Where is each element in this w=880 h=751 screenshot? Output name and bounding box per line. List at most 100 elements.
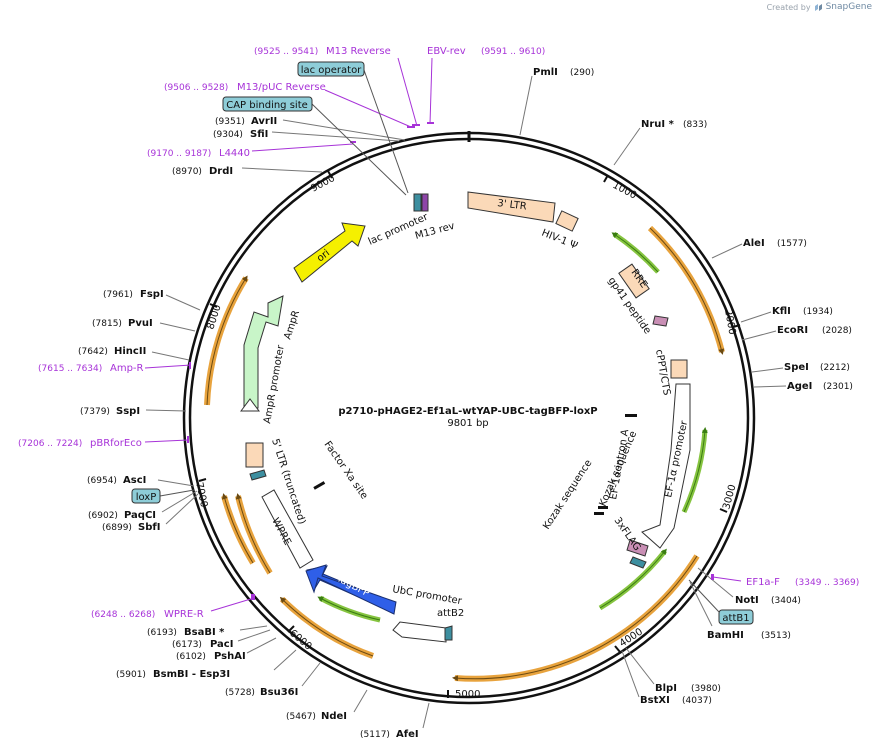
svg-text:(9304): (9304) [213, 130, 243, 140]
svg-text:Factor Xa site: Factor Xa site [322, 439, 370, 501]
site-ecori[interactable]: EcoRI(2028) [741, 325, 852, 341]
svg-text:(2301): (2301) [823, 382, 853, 392]
plasmid-name: p2710-pHAGE2-Ef1aL-wtYAP-UBC-tagBFP-loxP [338, 406, 597, 417]
svg-text:(6248 .. 6268): (6248 .. 6268) [91, 610, 155, 620]
svg-text:(3980): (3980) [691, 684, 721, 694]
svg-text:CAP binding site: CAP binding site [226, 100, 308, 111]
orf-arc-1 [647, 225, 725, 353]
site-alei[interactable]: AleI(1577) [711, 238, 807, 259]
svg-text:AscI: AscI [123, 475, 146, 486]
site-nrui[interactable]: NruI * (833) [613, 119, 707, 166]
svg-text:pBRforEco: pBRforEco [90, 438, 142, 449]
primer-wpre-r[interactable]: (6248 .. 6268)WPRE-R [91, 594, 255, 620]
feature-factor-xa: Factor Xa site [313, 439, 370, 501]
site-pshai[interactable]: (6102)PshAI [176, 637, 277, 662]
svg-text:(7961): (7961) [103, 290, 133, 300]
svg-text:BsaBI *: BsaBI * [184, 627, 225, 638]
orf-arcs [204, 225, 725, 682]
svg-text:UbC promoter: UbC promoter [391, 584, 463, 607]
svg-text:(833): (833) [683, 120, 707, 130]
svg-text:SspI: SspI [116, 406, 140, 417]
svg-text:(6954): (6954) [87, 476, 117, 486]
svg-text:AvrII: AvrII [251, 116, 277, 127]
svg-text:SfiI: SfiI [250, 129, 268, 140]
feature-kozak: Kozak sequence Kozak sequence [541, 430, 639, 532]
primer-pbrforeco[interactable]: (7206 .. 7224)pBRforEco [18, 436, 189, 449]
site-sfii[interactable]: (9304) SfiI [213, 129, 400, 142]
svg-text:7000: 7000 [193, 481, 209, 508]
site-drdi[interactable]: (8970)DrdI [172, 166, 323, 177]
site-paci[interactable]: (6173)PacI [172, 629, 271, 650]
svg-text:3xFLAG: 3xFLAG [612, 515, 643, 553]
svg-text:PaqCI: PaqCI [124, 510, 156, 521]
svg-text:2000: 2000 [722, 309, 737, 336]
svg-text:NruI *: NruI * [641, 119, 675, 130]
svg-text:Kozak sequence: Kozak sequence [541, 458, 594, 532]
primer-ef1a-f[interactable]: EF1a-F(3349 .. 3369) [711, 574, 859, 588]
svg-text:AfeI: AfeI [396, 729, 419, 740]
feature-lac-promoter: lac promoter M13 rev [367, 193, 456, 248]
primer-m13-reverse[interactable]: (9525 .. 9541)M13 Reverse [254, 46, 420, 127]
svg-text:PvuI: PvuI [128, 318, 153, 329]
site-sspi[interactable]: (7379)SspI [80, 406, 187, 417]
svg-text:BlpI: BlpI [655, 683, 677, 694]
primer-m13-puc-reverse[interactable]: (9506 .. 9528)M13/pUC Reverse [164, 82, 415, 128]
svg-text:NdeI: NdeI [321, 711, 347, 722]
site-sbfi[interactable]: (6899)SbfI [102, 493, 199, 533]
site-paqci[interactable]: (6902) PaqCI [88, 490, 198, 521]
site-spei[interactable]: SpeI(2212) [751, 362, 850, 373]
site-bsu36i[interactable]: (5728)Bsu36I [225, 662, 321, 698]
svg-text:Bsu36I: Bsu36I [260, 687, 298, 698]
site-pvui[interactable]: (7815) PvuI [92, 318, 196, 332]
site-pmli[interactable]: PmlI(290) [519, 67, 594, 136]
svg-text:AmpR promoter: AmpR promoter [262, 343, 287, 424]
svg-text:(9170 .. 9187): (9170 .. 9187) [147, 149, 211, 159]
primer-amp-r[interactable]: (7615 .. 7634)Amp-R [38, 362, 192, 374]
site-bamhi[interactable]: BamHI (3513) [689, 581, 791, 641]
box-attb1[interactable]: attB1 [688, 579, 754, 625]
svg-text:AgeI: AgeI [787, 381, 812, 392]
site-asci[interactable]: (6954) AscI [87, 475, 195, 487]
tick-2000: 2000 [722, 309, 741, 336]
feature-ori: ori [293, 222, 366, 283]
site-fspi[interactable]: (7961)FspI [103, 289, 201, 311]
site-blpi[interactable]: BlpI (3980) [625, 647, 721, 694]
svg-text:M13 Reverse: M13 Reverse [326, 46, 391, 57]
svg-text:AmpR: AmpR [282, 309, 302, 341]
svg-text:BsmBI - Esp3I: BsmBI - Esp3I [153, 669, 230, 680]
orf-arc-6 [204, 276, 249, 406]
site-avrii[interactable]: (9351)AvrII [215, 116, 406, 141]
site-bstxi[interactable]: BstXI(4037) [621, 650, 712, 706]
svg-text:cPPT/CTS: cPPT/CTS [653, 349, 672, 397]
svg-text:(1934): (1934) [803, 307, 833, 317]
svg-text:(1577): (1577) [777, 239, 807, 249]
box-lac-operator[interactable]: lac operator [297, 61, 409, 194]
svg-text:Amp-R: Amp-R [110, 363, 144, 374]
svg-text:L4440: L4440 [219, 148, 250, 159]
svg-text:(6902): (6902) [88, 511, 118, 521]
svg-text:HincII: HincII [114, 346, 146, 357]
svg-text:(6193): (6193) [147, 628, 177, 638]
svg-text:(3513): (3513) [761, 631, 791, 641]
box-loxp[interactable]: loxP [131, 488, 195, 504]
svg-text:(5467): (5467) [286, 712, 316, 722]
primer-ebv-rev[interactable]: EBV-rev(9591 .. 9610) [427, 46, 545, 125]
site-ndei[interactable]: (5467) NdeI [286, 689, 368, 722]
svg-text:HIV-1 Ψ: HIV-1 Ψ [540, 228, 579, 252]
site-kfli[interactable]: KflI(1934) [740, 306, 833, 323]
svg-text:(7815): (7815) [92, 319, 122, 329]
site-agei[interactable]: AgeI (2301) [753, 381, 853, 392]
primer-l4440[interactable]: (9170 .. 9187) L4440 [147, 141, 356, 159]
site-noti[interactable]: NotI(3404) [697, 567, 801, 606]
svg-text:BamHI: BamHI [707, 630, 744, 641]
box-cap-binding-site[interactable]: CAP binding site [222, 96, 407, 196]
site-hincii[interactable]: (7642)HincII [78, 346, 190, 361]
site-afei[interactable]: (5117) AfeI [360, 702, 430, 740]
svg-text:NotI: NotI [735, 595, 759, 606]
site-bsabi[interactable]: (6193) BsaBI * [147, 625, 268, 638]
site-bsmbi[interactable]: (5901)BsmBI - Esp3I [116, 649, 297, 680]
svg-text:5000: 5000 [455, 689, 480, 700]
svg-text:(5117): (5117) [360, 730, 390, 740]
svg-text:SbfI: SbfI [138, 522, 160, 533]
